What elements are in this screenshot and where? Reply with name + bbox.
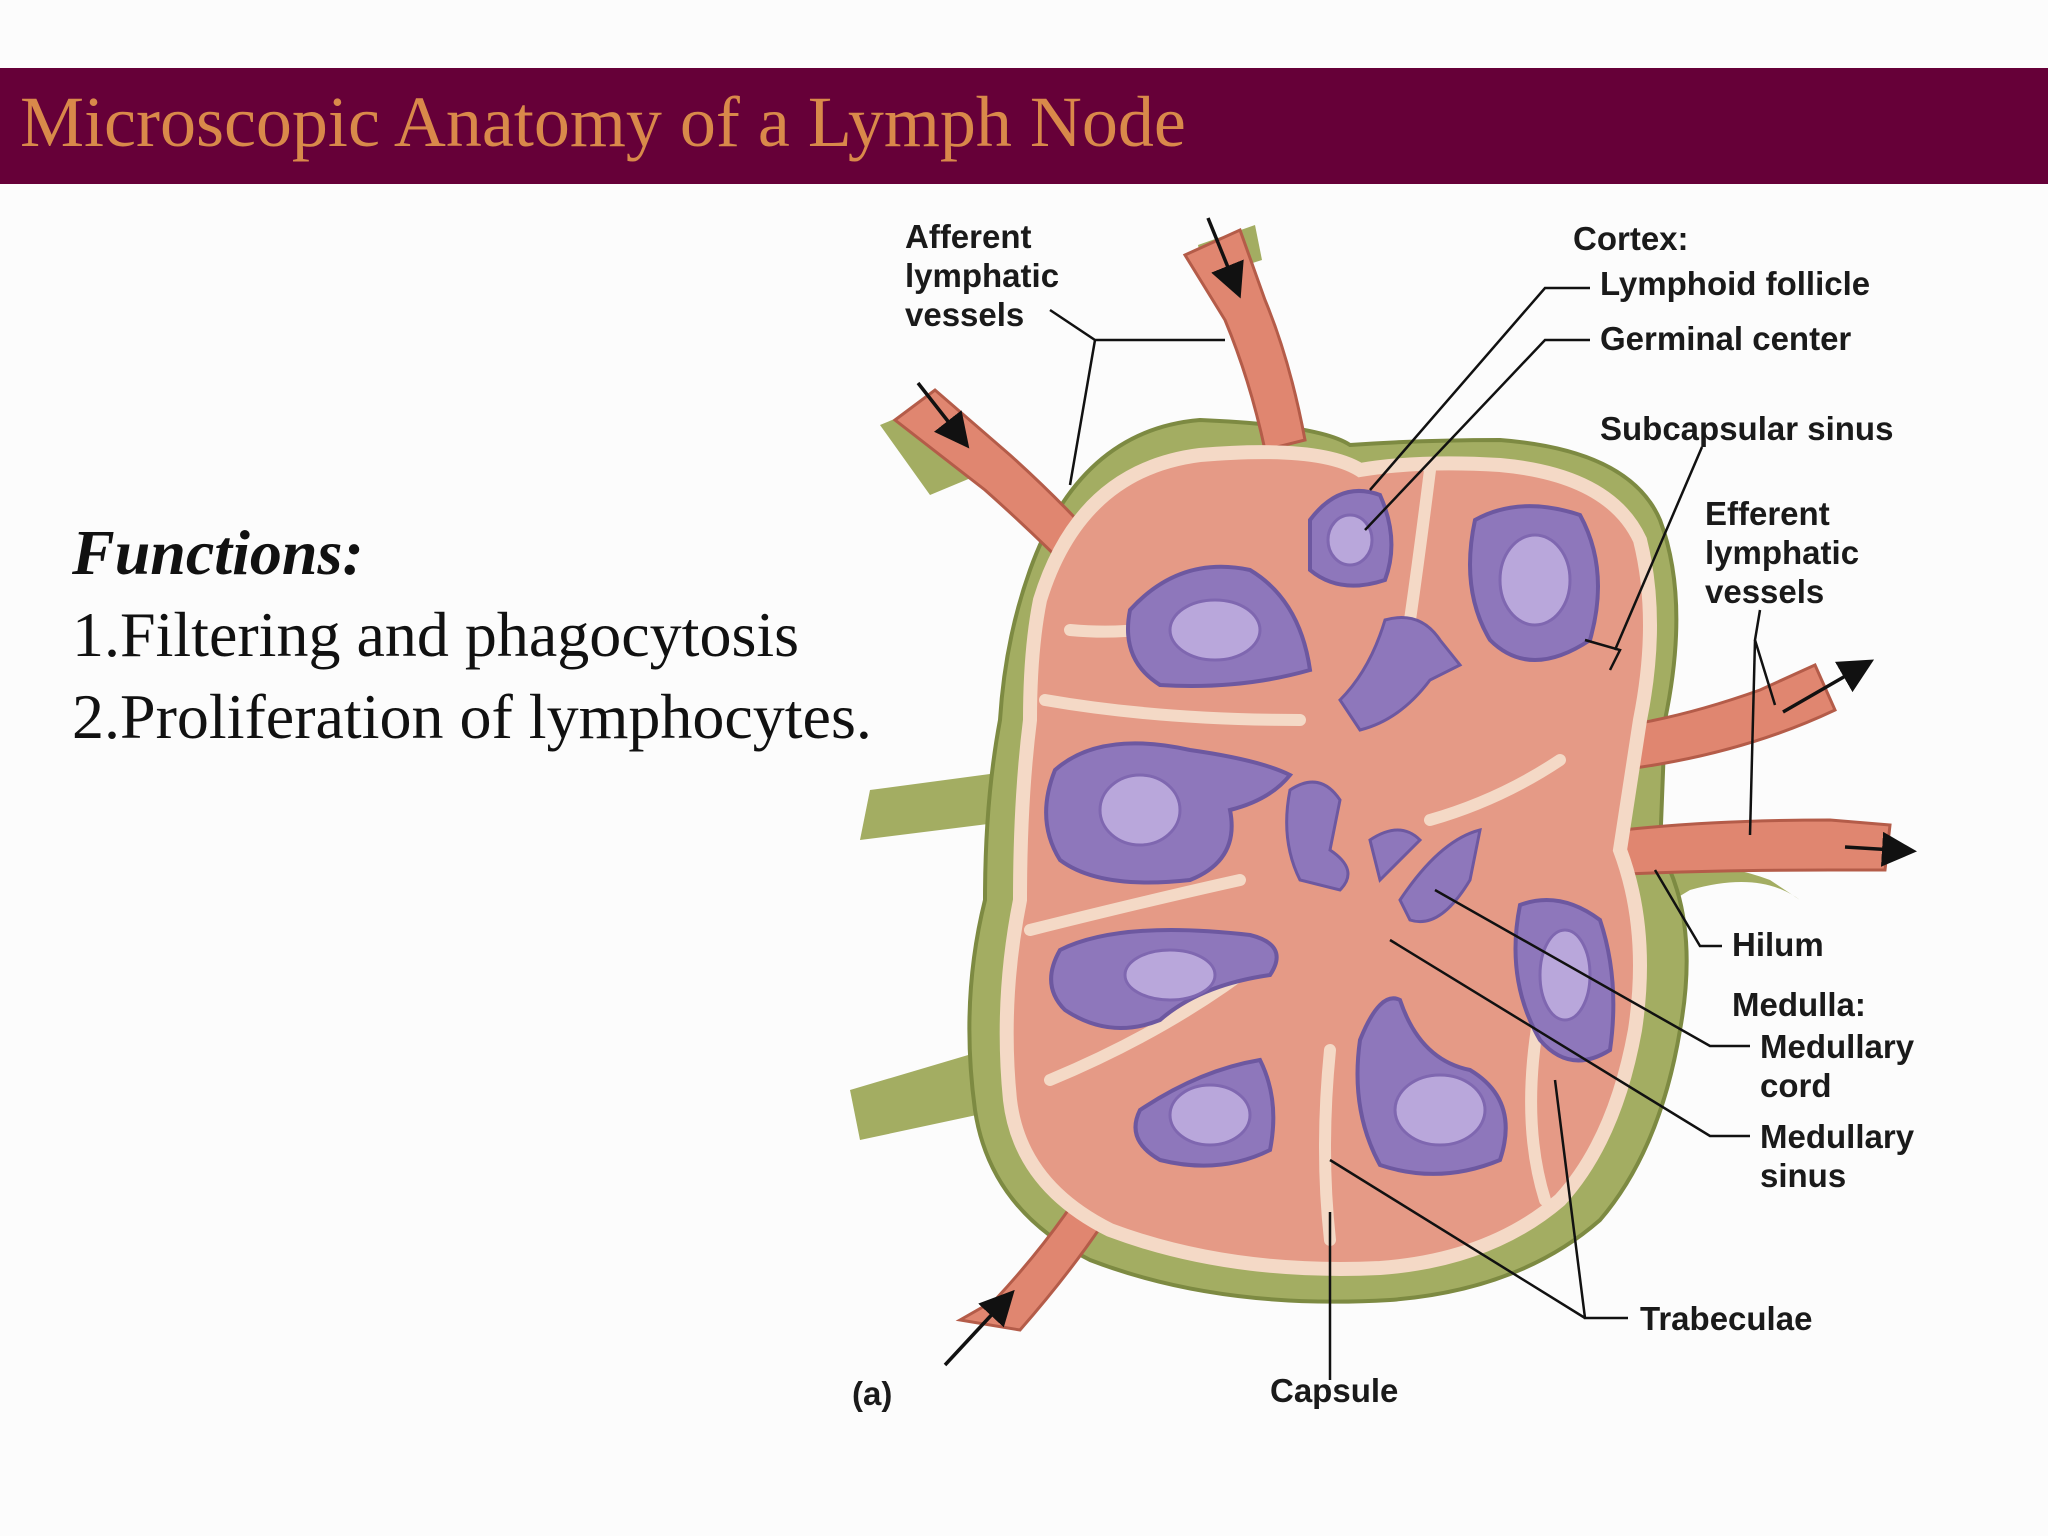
label-panel-a: (a) [852,1375,892,1412]
label-capsule: Capsule [1270,1372,1398,1409]
title-bar [0,68,2048,184]
label-medulla: Medulla: [1732,986,1866,1023]
label-efferent-1: Efferent [1705,495,1830,532]
label-germinal-center: Germinal center [1600,320,1851,357]
label-cortex: Cortex: [1573,220,1689,257]
label-efferent-3: vessels [1705,573,1824,610]
label-hilum: Hilum [1732,926,1824,963]
flow-arrows [916,217,1917,1367]
label-subcapsular-sinus: Subcapsular sinus [1600,410,1893,447]
label-medullary-cord-2: cord [1760,1067,1832,1104]
function-item-2: 2.Proliferation of lymphocytes. [72,681,872,752]
label-afferent-1: Afferent [905,218,1032,255]
medullary-cords [1285,616,1482,924]
functions-block: Functions: 1.Filtering and phagocytosis … [72,512,872,758]
label-lymphoid-follicle: Lymphoid follicle [1600,265,1870,302]
label-trabeculae: Trabeculae [1640,1300,1812,1337]
label-medullary-cord-1: Medullary [1760,1028,1915,1065]
germinal-centers [1098,513,1592,1147]
label-afferent-3: vessels [905,296,1024,333]
label-afferent-2: lymphatic [905,257,1059,294]
functions-heading: Functions: [72,517,364,588]
label-medullary-sinus-1: Medullary [1760,1118,1915,1155]
leader-lines [1049,286,1777,1380]
label-efferent-2: lymphatic [1705,534,1859,571]
function-item-1: 1.Filtering and phagocytosis [72,599,800,670]
slide-title: Microscopic Anatomy of a Lymph Node [20,82,1186,162]
diagram-labels: Afferent lymphatic vessels Cortex: Lymph… [852,218,1915,1412]
trabeculae-lines [1024,464,1566,1246]
label-medullary-sinus-2: sinus [1760,1157,1846,1194]
